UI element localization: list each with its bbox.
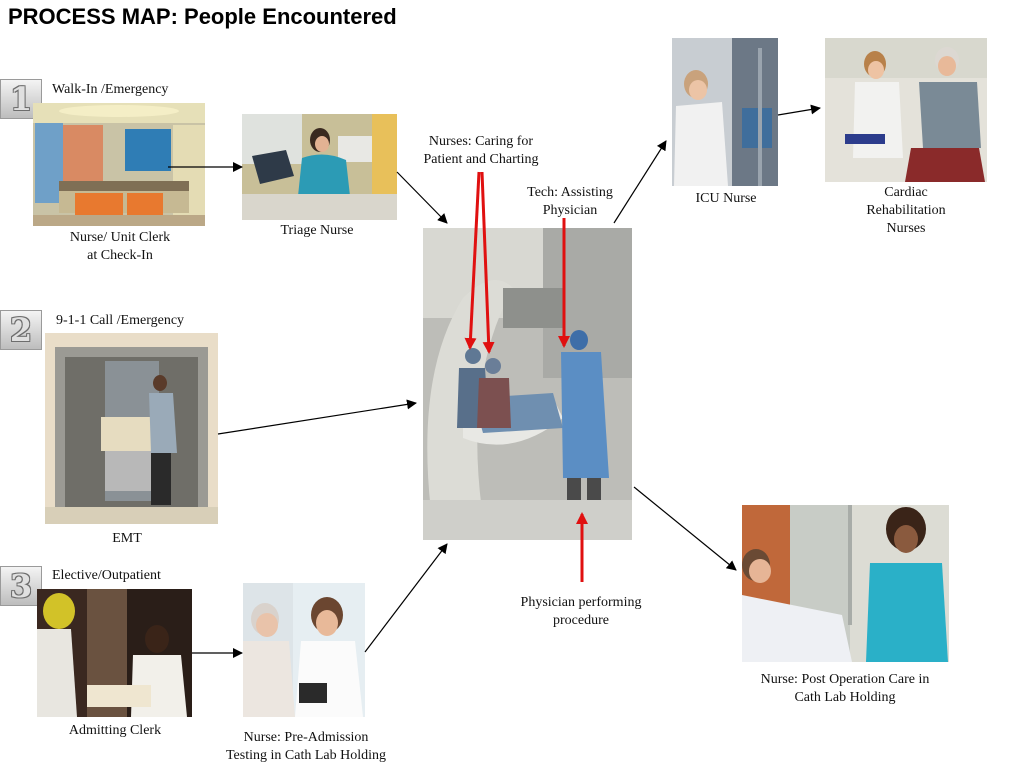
admitting-photo (37, 589, 192, 717)
triage-caption: Triage Nurse (280, 223, 354, 238)
preadmission-caption-line-1: Nurse: Pre-Admission (243, 730, 369, 745)
postop-caption-line-2: Cath Lab Holding (794, 690, 896, 705)
physician-caption-line-1: Physician performing (520, 595, 642, 610)
arrow-triage-to-cathlab (396, 171, 448, 224)
arrow-icu-to-cardiac (777, 104, 821, 116)
cardiac-caption-line-2: Rehabilitation (866, 203, 946, 218)
physician-caption-line-2: procedure (553, 613, 609, 628)
arrow-emt-to-cathlab (217, 399, 417, 435)
icu-caption: ICU Nurse (695, 191, 757, 206)
cardiac-caption-line-1: Cardiac (884, 185, 928, 200)
postop-caption-line-1: Nurse: Post Operation Care in (760, 672, 930, 687)
step-1-badge: 1 (0, 79, 42, 119)
postop-caption: Nurse: Post Operation Care in Cath Lab H… (735, 671, 955, 707)
cath-lab-photo (423, 228, 632, 540)
nurses-caring-caption-line-1: Nurses: Caring for (428, 134, 534, 149)
tech-caption: Tech: Assisting Physician (510, 184, 630, 220)
cardiac-caption-line-3: Nurses (886, 221, 926, 236)
step-2-badge: 2 (0, 310, 42, 350)
physician-caption: Physician performing procedure (498, 594, 664, 630)
nurses-caring-caption-line-2: Patient and Charting (423, 152, 539, 167)
arrow-cathlab-to-postop (633, 486, 737, 571)
triage-photo (242, 114, 397, 220)
step-2-label: 9-1-1 Call /Emergency (56, 313, 185, 328)
cardiac-photo (825, 38, 987, 182)
emt-photo (45, 333, 218, 524)
page-title: PROCESS MAP: People Encountered (8, 4, 397, 29)
icu-photo (672, 38, 778, 186)
preadmission-caption: Nurse: Pre-Admission Testing in Cath Lab… (205, 729, 407, 765)
cardiac-caption: Cardiac Rehabilitation Nurses (840, 184, 972, 238)
checkin-photo (33, 103, 205, 226)
nurses-caring-caption: Nurses: Caring for Patient and Charting (408, 133, 554, 169)
preadmission-photo (243, 583, 365, 717)
step-3-badge: 3 (0, 566, 42, 606)
arrow-preadmission-to-cathlab (364, 543, 448, 653)
step-3-label: Elective/Outpatient (52, 568, 161, 583)
emt-caption: EMT (112, 531, 142, 546)
admitting-caption: Admitting Clerk (68, 723, 162, 738)
tech-caption-line-1: Tech: Assisting (527, 185, 613, 200)
checkin-caption-line-1: Nurse/ Unit Clerk (69, 230, 171, 245)
checkin-caption-line-2: at Check-In (87, 248, 153, 263)
preadmission-caption-line-2: Testing in Cath Lab Holding (225, 748, 386, 763)
tech-caption-line-2: Physician (542, 203, 598, 218)
step-1-label: Walk-In /Emergency (52, 82, 169, 97)
checkin-caption: Nurse/ Unit Clerk at Check-In (40, 229, 200, 265)
postop-photo (742, 505, 949, 662)
